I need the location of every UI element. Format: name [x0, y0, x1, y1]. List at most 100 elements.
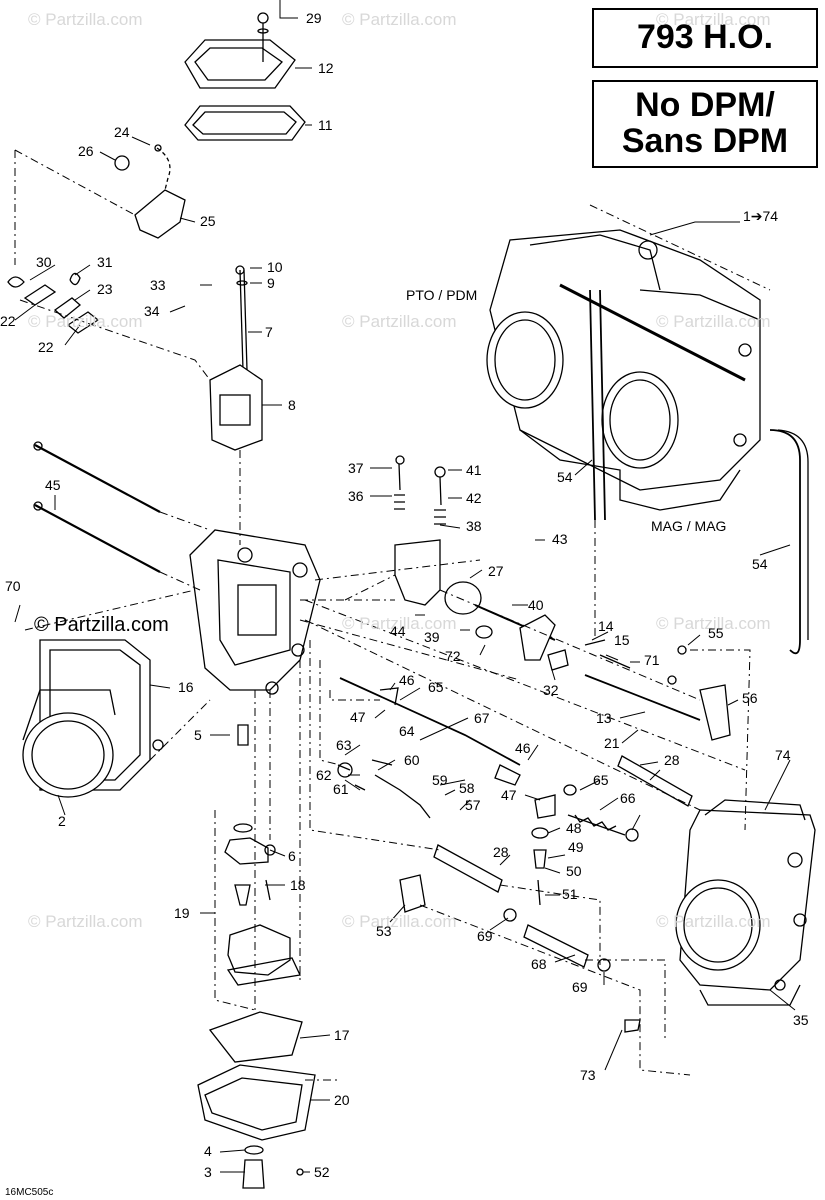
brand-watermark: © Partzilla.com	[34, 614, 169, 636]
callout-label: 14	[598, 618, 614, 634]
float-bowl-part	[197, 724, 316, 1189]
callout-label: 55	[708, 625, 724, 641]
callout-label: 10	[267, 259, 283, 275]
clip-parts	[7, 272, 100, 334]
callout-label: 45	[45, 477, 61, 493]
callout-label: 66	[620, 790, 636, 806]
callout-label: 70	[5, 578, 21, 594]
dpm-title-box: No DPM/ Sans DPM	[592, 80, 818, 168]
model-title-box: 793 H.O.	[592, 8, 818, 68]
callout-label: 30	[36, 254, 52, 270]
watermark: © Partzilla.com	[342, 312, 457, 331]
callout-label: 52	[314, 1164, 330, 1180]
model-title: 793 H.O.	[636, 18, 774, 57]
callout-label: 68	[531, 956, 547, 972]
callout-label: 26	[78, 143, 94, 159]
callout-leaders	[14, 0, 796, 1173]
callout-label: 67	[474, 710, 490, 726]
watermark: © Partzilla.com	[28, 912, 143, 931]
callout-label: 42	[466, 490, 482, 506]
lever-bracket-part	[114, 144, 186, 239]
callout-label: 48	[566, 820, 582, 836]
callout-label: 37	[348, 460, 364, 476]
watermark: © Partzilla.com	[656, 10, 771, 29]
callout-label: 28	[493, 844, 509, 860]
callout-label: 11	[318, 117, 333, 133]
callout-label: 54	[752, 556, 768, 572]
callout-label: 8	[288, 397, 296, 413]
callout-label: 50	[566, 863, 582, 879]
callout-label: 21	[604, 735, 620, 751]
callout-label: 16	[178, 679, 194, 695]
callout-label: 7	[265, 324, 273, 340]
callout-label: 46	[515, 740, 531, 756]
callout-label: 18	[290, 877, 306, 893]
callout-label: 31	[97, 254, 113, 270]
callout-label: 20	[334, 1092, 350, 1108]
callout-label: 19	[174, 905, 190, 921]
callout-label: 40	[528, 597, 544, 613]
callout-label: 47	[350, 709, 366, 725]
callout-label: 13	[596, 710, 612, 726]
callout-label: 36	[348, 488, 364, 504]
callout-label: 41	[466, 462, 482, 478]
range-label: 1➔74	[743, 208, 778, 224]
callout-label: 47	[501, 787, 517, 803]
callout-label: 5	[194, 727, 202, 743]
callout-label: 73	[580, 1067, 596, 1083]
callout-label: 65	[428, 679, 444, 695]
watermark: © Partzilla.com	[28, 312, 143, 331]
callout-label: 38	[466, 518, 482, 534]
right-carburetor-part	[675, 799, 816, 1006]
top-cover-part	[184, 12, 296, 89]
callout-label: 22	[38, 339, 54, 355]
callout-label: 15	[614, 632, 630, 648]
callout-label: 71	[644, 652, 660, 668]
callout-label: 62	[316, 767, 332, 783]
callout-label: 6	[288, 848, 296, 864]
callout-label: 74	[775, 747, 791, 763]
watermark: © Partzilla.com	[656, 912, 771, 931]
callout-label: 59	[432, 772, 448, 788]
long-bolt-part	[33, 441, 161, 573]
watermark: © Partzilla.com	[342, 912, 457, 931]
watermark: © Partzilla.com	[656, 614, 771, 633]
callout-label: 56	[742, 690, 758, 706]
callout-label: 12	[318, 60, 334, 76]
watermark: © Partzilla.com	[342, 10, 457, 29]
dpm-line-1: No DPM/	[635, 86, 775, 125]
callout-label: 63	[336, 737, 352, 753]
intake-adapter-part	[22, 639, 164, 798]
callout-label: 9	[267, 275, 275, 291]
callout-label: 23	[97, 281, 113, 297]
callout-label: 44	[390, 623, 406, 639]
pto-label: PTO / PDM	[406, 287, 477, 303]
diagram-code: 16MC505c	[5, 1187, 53, 1198]
callout-label: 25	[200, 213, 216, 229]
callout-label: 28	[664, 752, 680, 768]
callout-label: 57	[465, 797, 481, 813]
callout-label: 33	[150, 277, 166, 293]
callout-label: 32	[543, 682, 559, 698]
watermark: © Partzilla.com	[656, 312, 771, 331]
callout-label: 53	[376, 923, 392, 939]
callout-label: 72	[445, 648, 461, 664]
callout-label: 35	[793, 1012, 809, 1028]
callout-label: 24	[114, 124, 130, 140]
callout-label: 69	[572, 979, 588, 995]
callout-label: 58	[459, 780, 475, 796]
callout-label: 22	[0, 313, 16, 329]
callout-label: 61	[333, 781, 349, 797]
needle-slide-part	[209, 265, 263, 451]
callout-label: 54	[557, 469, 573, 485]
callout-label: 49	[568, 839, 584, 855]
callout-label: 43	[552, 531, 568, 547]
watermark: © Partzilla.com	[28, 10, 143, 29]
watermark: © Partzilla.com	[342, 614, 457, 633]
callout-label: 60	[404, 752, 420, 768]
callout-label: 69	[477, 928, 493, 944]
dashed-leaders	[14, 149, 771, 1081]
